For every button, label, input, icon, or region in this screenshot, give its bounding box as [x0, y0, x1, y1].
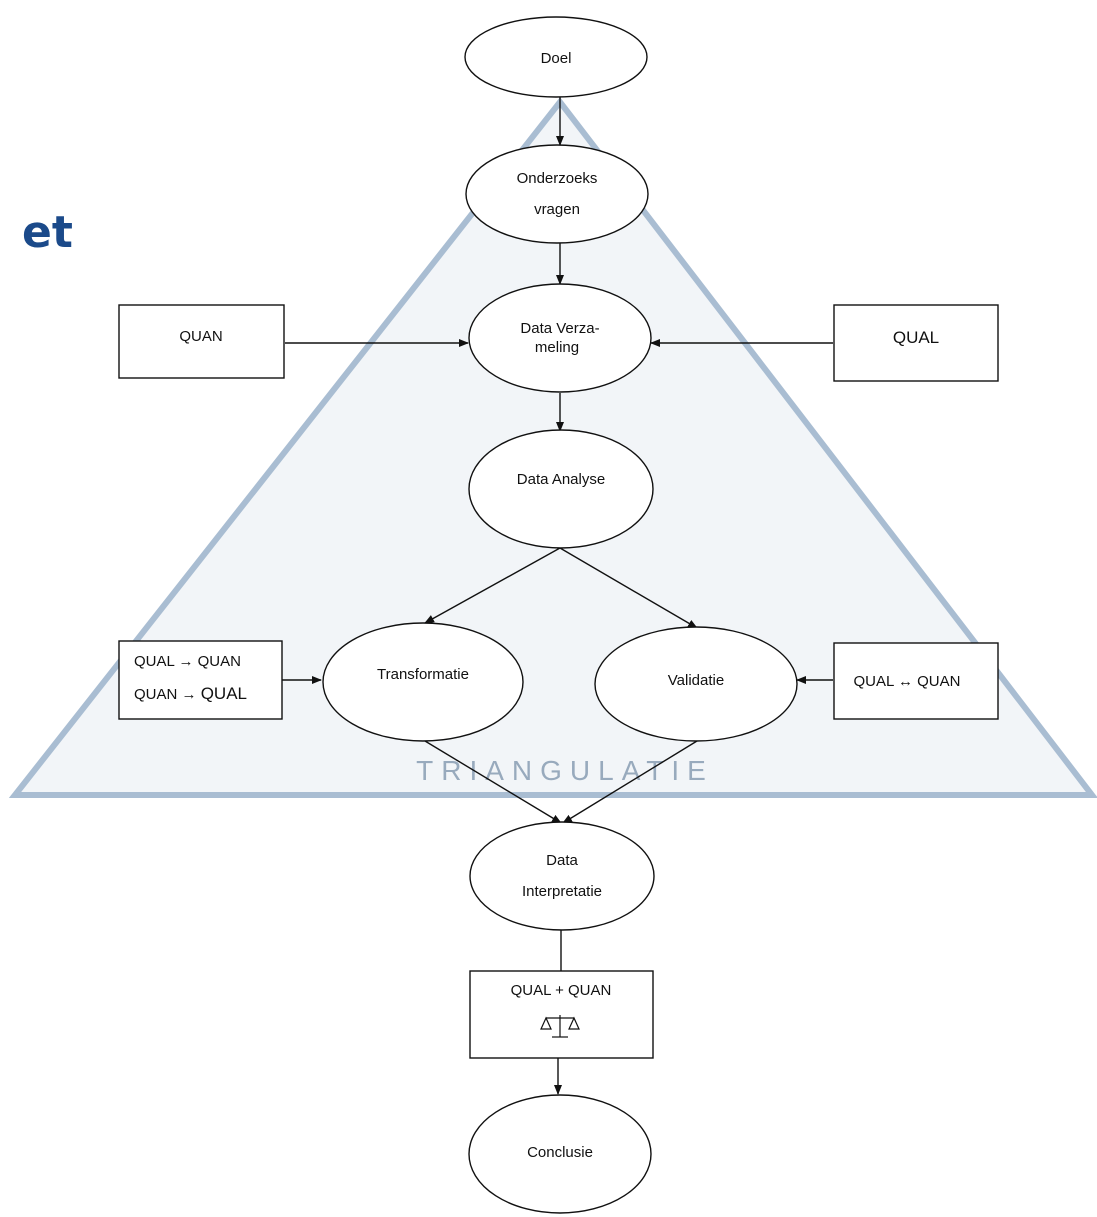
connectors [282, 96, 833, 1095]
arrow-analyse-to-validatie [559, 547, 698, 629]
page-title-fragment: et [22, 207, 73, 258]
onderzoeksvragen-label-line2: vragen [534, 201, 580, 218]
box-synthesis: QUAL + QUAN [469, 970, 654, 1059]
data-interpretatie-label-line1: Data [546, 852, 578, 869]
data-analyse-ellipse [468, 429, 654, 549]
data-analyse-label: Data Analyse [517, 471, 605, 488]
box-transform-input: QUAL → QUAN QUAN → QUAL [118, 640, 283, 720]
validation-input-box-frame [833, 642, 999, 720]
conclusie-label: Conclusie [527, 1144, 593, 1161]
data-verzameling-ellipse [468, 283, 652, 393]
doel-label: Doel [541, 50, 572, 67]
validation-input-label: QUAL ↔ QUAN [854, 673, 961, 690]
node-transformatie: Transformatie [322, 622, 524, 742]
data-interpretatie-label-line2: Interpretatie [522, 883, 602, 900]
scales-icon [540, 1015, 580, 1038]
arrow-analyse-to-transformatie [424, 547, 561, 624]
node-onderzoeksvragen: Onderzoeks vragen [465, 144, 649, 244]
data-interpretatie-ellipse [469, 821, 655, 931]
node-data-interpretatie: Data Interpretatie [469, 821, 655, 931]
node-conclusie: Conclusie [468, 1094, 652, 1214]
transformatie-label: Transformatie [377, 666, 469, 683]
node-data-verzameling: Data Verza- meling [468, 283, 652, 393]
transform-input-line2-prefix: QUAN → [134, 686, 201, 703]
triangulation-label: TRIANGULATIE [416, 755, 714, 786]
qual-box-frame [833, 304, 999, 382]
synthesis-label: QUAL + QUAN [511, 982, 612, 999]
transform-input-box-frame [118, 640, 283, 720]
box-quan: QUAN [118, 304, 285, 379]
node-doel: Doel [464, 16, 648, 98]
conclusie-ellipse [468, 1094, 652, 1214]
qual-box-label: QUAL [893, 328, 939, 347]
doel-ellipse [464, 16, 648, 98]
arrow-validatie-to-interpretatie [562, 740, 698, 824]
onderzoeksvragen-label-line1: Onderzoeks [517, 170, 598, 187]
box-validation-input: QUAL ↔ QUAN [833, 642, 999, 720]
transformatie-ellipse [322, 622, 524, 742]
quan-box-label: QUAN [179, 328, 222, 345]
box-qual: QUAL [833, 304, 999, 382]
node-validatie: Validatie [594, 626, 798, 742]
validatie-label: Validatie [668, 672, 724, 689]
transform-input-line1: QUAL → QUAN [134, 653, 241, 670]
data-verzameling-label-line2: meling [535, 339, 579, 356]
node-data-analyse: Data Analyse [468, 429, 654, 549]
synthesis-box-frame [469, 970, 654, 1059]
data-verzameling-label-line1: Data Verza- [520, 320, 599, 337]
validatie-ellipse [594, 626, 798, 742]
transform-input-line2: QUAN → QUAL [134, 684, 247, 703]
quan-box-frame [118, 304, 285, 379]
transform-input-line2-suffix: QUAL [201, 684, 247, 703]
arrow-transformatie-to-interpretatie [424, 740, 562, 824]
onderzoeksvragen-ellipse [465, 144, 649, 244]
